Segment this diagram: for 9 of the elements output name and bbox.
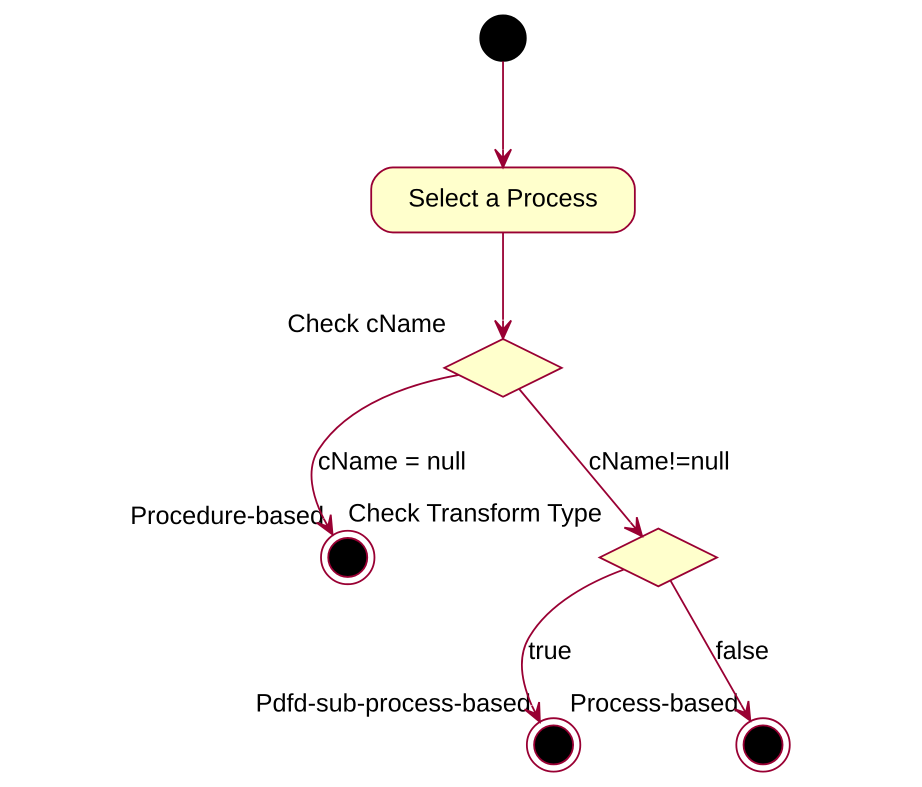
edge-label: cName!=null	[588, 447, 730, 476]
node-label: Pdfd-sub-process-based	[255, 689, 530, 718]
node-label: Process-based	[569, 689, 738, 718]
edge-label: true	[528, 636, 572, 665]
node-label: Check cName	[286, 310, 446, 338]
node-label: Procedure-based	[130, 502, 324, 530]
edge-label: false	[715, 636, 768, 665]
edge-label: cName = null	[317, 447, 466, 476]
node-label: Check Transform Type	[348, 500, 602, 528]
